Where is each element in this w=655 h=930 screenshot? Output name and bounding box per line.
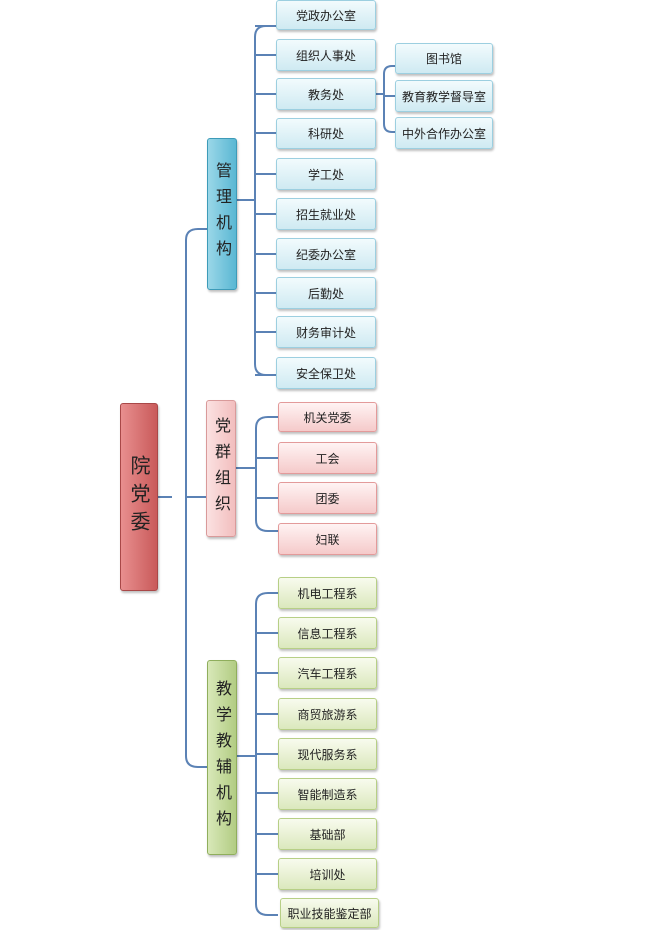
root-label: 院党委 — [127, 455, 151, 539]
node-item: 党政办公室 — [276, 0, 376, 30]
sub-item: 图书馆 — [395, 43, 493, 74]
group-management: 管理机构 — [207, 138, 237, 290]
sub-item: 教育教学督导室 — [395, 80, 493, 112]
node-item: 教务处 — [276, 78, 376, 110]
node-item: 汽车工程系 — [278, 657, 377, 689]
group-teaching: 教学教辅机构 — [207, 660, 237, 855]
node-item: 财务审计处 — [276, 316, 376, 348]
sub-item: 中外合作办公室 — [395, 117, 493, 149]
node-item: 机关党委 — [278, 402, 377, 432]
root-node: 院党委 — [120, 403, 158, 591]
group-teaching-label: 教学教辅机构 — [213, 679, 232, 836]
node-item: 组织人事处 — [276, 39, 376, 71]
node-item: 后勤处 — [276, 277, 376, 309]
node-item: 机电工程系 — [278, 577, 377, 609]
node-item: 职业技能鉴定部 — [280, 898, 379, 928]
node-item: 纪委办公室 — [276, 238, 376, 270]
group-party: 党群组织 — [206, 400, 236, 537]
node-item: 招生就业处 — [276, 198, 376, 230]
group-management-label: 管理机构 — [213, 162, 232, 266]
node-item: 基础部 — [278, 818, 377, 850]
node-item: 现代服务系 — [278, 738, 377, 770]
node-item: 妇联 — [278, 523, 377, 555]
node-item: 工会 — [278, 442, 377, 474]
node-item: 安全保卫处 — [276, 357, 376, 389]
node-item: 学工处 — [276, 158, 376, 190]
group-party-label: 党群组织 — [212, 416, 231, 521]
node-item: 科研处 — [276, 118, 376, 149]
node-item: 信息工程系 — [278, 617, 377, 649]
node-item: 团委 — [278, 482, 377, 514]
node-item: 商贸旅游系 — [278, 698, 377, 730]
node-item: 培训处 — [278, 858, 377, 890]
node-item: 智能制造系 — [278, 778, 377, 810]
